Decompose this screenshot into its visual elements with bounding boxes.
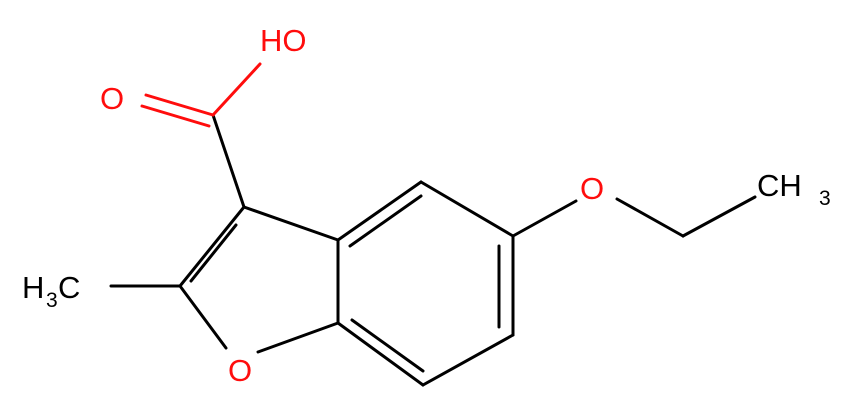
bond-c2-o1 [178, 284, 228, 350]
bond-c5-oether [511, 199, 578, 238]
methyl-subscript: 3 [46, 289, 58, 312]
label-acid-oh: HO [260, 23, 307, 58]
bond-o1-c7a [256, 321, 340, 354]
bond-oether-ch2 [615, 197, 685, 238]
bond-c4-c5 [419, 180, 515, 238]
bond-c-o-double-a [144, 93, 215, 117]
bond-c3-c3a [242, 205, 340, 242]
bond-layer [109, 62, 757, 387]
methyl-c: C [58, 270, 80, 305]
bond-c3a-c4-a [336, 180, 423, 242]
ethyl-subscript: 3 [819, 187, 831, 210]
methyl-h: H [22, 270, 44, 305]
atom-labels: HO O O O H 3 C CH 3 [22, 23, 831, 388]
bond-ch2-ch3 [681, 195, 757, 238]
bond-c7-c7a-b [350, 318, 425, 373]
bond-c2-c3-a [178, 205, 246, 288]
label-ether-o: O [580, 171, 604, 206]
label-carbonyl-o: O [100, 81, 124, 116]
label-ring-o: O [228, 353, 252, 388]
bond-c7-c7a-a [336, 321, 425, 387]
label-ethyl-ch: CH [757, 168, 802, 203]
bond-c2-c3-b [189, 223, 238, 283]
bond-c6-c7 [421, 333, 515, 387]
bond-c3a-c4-b [348, 194, 423, 248]
label-methyl: H [22, 270, 44, 305]
bond-c-o-double-b [140, 104, 211, 128]
bond-c3-ccooh [211, 113, 246, 209]
bond-c-oh [211, 62, 262, 117]
